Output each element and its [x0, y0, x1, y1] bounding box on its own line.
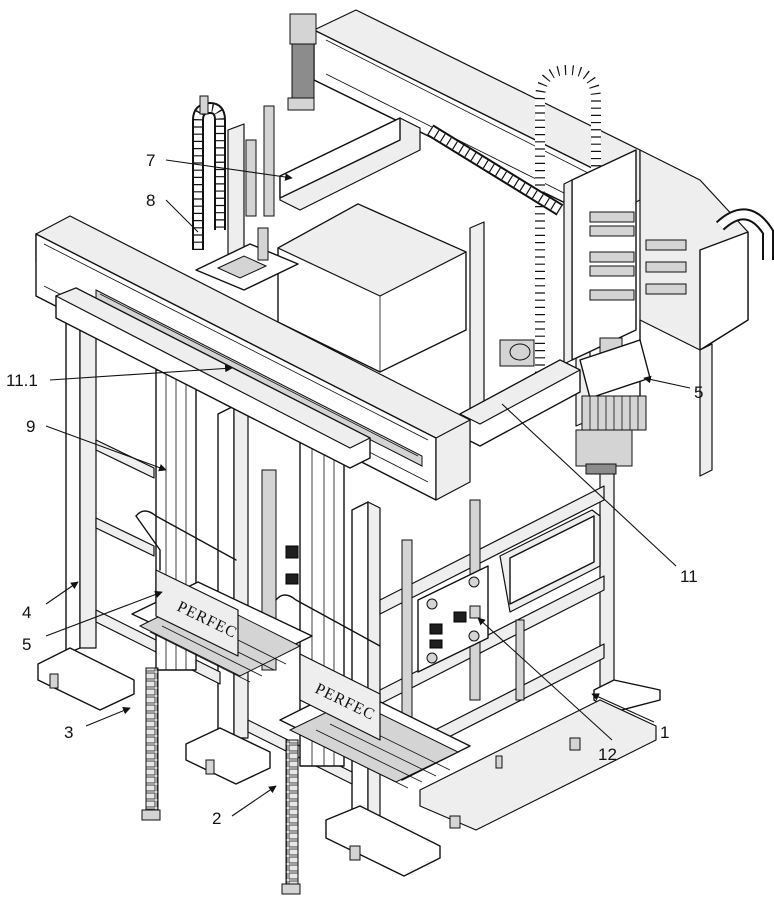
callout-12: 12 [477, 617, 617, 764]
callout-1: 1 [591, 693, 669, 742]
base-plates [37, 647, 657, 877]
hanging-chain-2 [281, 739, 301, 895]
side-gantry-7 [279, 117, 421, 211]
label-3: 3 [64, 723, 73, 742]
callout-11: 11 [501, 403, 698, 586]
horizontal-rail-11 [459, 339, 581, 447]
right-gripper-carriage [563, 149, 687, 475]
label-8: 8 [146, 191, 155, 210]
control-panel-12 [417, 565, 489, 673]
label-7: 7 [146, 151, 155, 170]
left-vertical-axis [192, 95, 299, 291]
callout-7: 7 [146, 151, 293, 181]
label-11-1: 11.1 [6, 371, 38, 390]
front-gantry-11-1 [35, 215, 471, 501]
rear-cabinet [499, 509, 601, 613]
valve-bank [589, 211, 687, 301]
callout-11-1: 11.1 [6, 364, 233, 390]
hanging-chain-3 [141, 667, 161, 821]
callout-9: 9 [26, 417, 167, 472]
label-4: 4 [22, 603, 31, 622]
right-cable-chain [535, 64, 601, 381]
label-12: 12 [598, 745, 617, 764]
label-11: 11 [680, 567, 698, 586]
label-5-left: 5 [22, 635, 31, 654]
callout-3: 3 [64, 707, 131, 742]
callout-5-right: 5 [643, 375, 703, 402]
callout-8: 8 [146, 191, 199, 233]
tray-carriage-front: PERFEC [275, 594, 471, 789]
label-5-right: 5 [694, 383, 703, 402]
gripper-fingers [575, 395, 647, 475]
callout-4: 4 [22, 581, 79, 622]
rear-gantry-frame [287, 9, 749, 713]
upper-cable-chain [426, 124, 774, 260]
callout-5-left: 5 [22, 590, 163, 654]
center-work-block [277, 203, 467, 373]
callouts: 7 8 11.1 9 5 11 4 5 [6, 151, 703, 828]
label-2: 2 [212, 809, 221, 828]
label-1: 1 [660, 723, 669, 742]
label-9: 9 [26, 417, 35, 436]
callout-2: 2 [212, 785, 277, 828]
tray-carriage-left: PERFEC [131, 510, 313, 683]
